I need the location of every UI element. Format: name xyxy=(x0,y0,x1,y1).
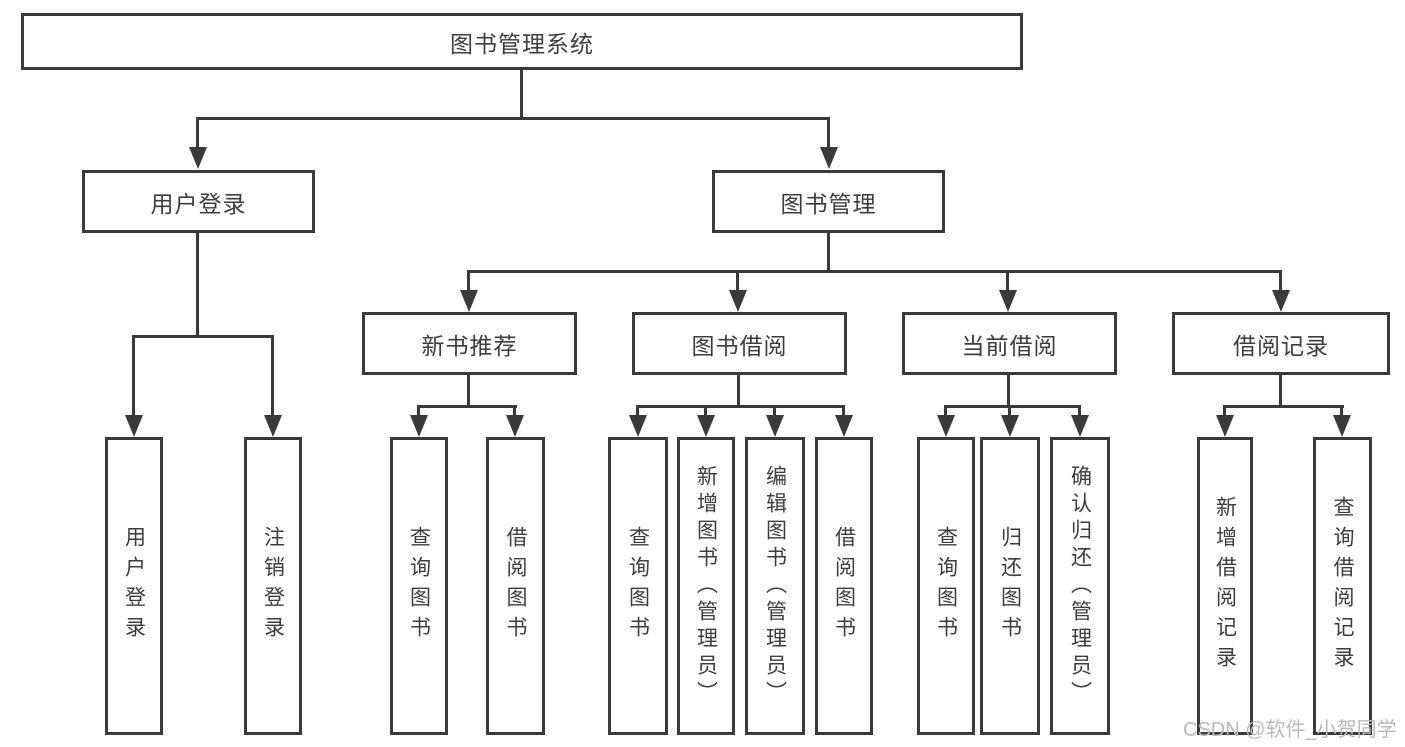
arrow-down-icon xyxy=(729,290,747,312)
arrow-down-icon xyxy=(766,415,784,437)
leaf-add-book-admin: 新增图书（管理员） xyxy=(677,437,735,735)
connector-drop xyxy=(417,405,420,417)
node-book-management-label: 图书管理 xyxy=(780,190,877,217)
leaf-query-books-3: 查询图书 xyxy=(917,437,975,735)
node-root: 图书管理系统 xyxy=(21,13,1023,70)
leaf-query-borrow-record-label: 查询借阅记录 xyxy=(1331,496,1354,676)
connector-book-borrowing-stem xyxy=(737,375,740,405)
leaf-borrow-books-2-label: 借阅图书 xyxy=(832,526,856,646)
leaf-borrow-books-1: 借阅图书 xyxy=(486,437,545,735)
leaf-query-books-1: 查询图书 xyxy=(390,437,448,735)
arrow-down-icon xyxy=(937,415,955,437)
arrow-down-icon xyxy=(629,415,647,437)
leaf-return-book-label: 归还图书 xyxy=(998,526,1022,646)
node-borrowing-records: 借阅记录 xyxy=(1172,312,1390,375)
connector-drop xyxy=(704,405,707,417)
leaf-confirm-return-admin: 确认归还（管理员） xyxy=(1050,437,1110,735)
leaf-borrow-books-2: 借阅图书 xyxy=(815,437,873,735)
node-current-borrowing: 当前借阅 xyxy=(902,312,1117,375)
arrow-down-icon xyxy=(264,415,282,437)
connector-root-rail xyxy=(196,117,830,120)
arrow-down-icon xyxy=(125,415,143,437)
connector-drop xyxy=(1223,405,1226,417)
node-borrowing-records-label: 借阅记录 xyxy=(1233,332,1329,359)
connector-drop xyxy=(944,405,947,417)
connector-new-book-rail xyxy=(417,405,517,408)
connector-drop-book-borrowing xyxy=(736,270,739,292)
node-user-login: 用户登录 xyxy=(82,170,315,233)
connector-current-borrowing-rail xyxy=(944,405,1081,408)
leaf-query-books-2-label: 查询图书 xyxy=(626,526,650,646)
connector-drop-leaf-logout xyxy=(271,335,274,417)
arrow-down-icon xyxy=(189,147,207,169)
leaf-add-book-admin-label: 新增图书（管理员） xyxy=(694,464,718,708)
leaf-edit-book-admin: 编辑图书（管理员） xyxy=(745,437,805,735)
node-new-book-recommend-label: 新书推荐 xyxy=(421,332,518,359)
connector-user-login-stem xyxy=(196,233,199,335)
arrow-down-icon xyxy=(1272,290,1290,312)
arrow-down-icon xyxy=(999,290,1017,312)
connector-book-borrowing-rail xyxy=(636,405,845,408)
connector-book-management-stem xyxy=(827,233,830,270)
leaf-return-book: 归还图书 xyxy=(980,437,1040,735)
connector-borrowing-records-stem xyxy=(1279,375,1282,405)
connector-drop xyxy=(1008,405,1011,417)
leaf-logout-label: 注销登录 xyxy=(261,526,285,646)
leaf-user-login-label: 用户登录 xyxy=(122,526,146,646)
arrow-down-icon xyxy=(1001,415,1019,437)
arrow-down-icon xyxy=(835,415,853,437)
node-root-label: 图书管理系统 xyxy=(450,30,594,57)
connector-drop-user-login xyxy=(196,117,199,149)
node-book-borrowing: 图书借阅 xyxy=(632,312,847,375)
arrow-down-icon xyxy=(460,290,478,312)
connector-drop-current-borrowing xyxy=(1006,270,1009,292)
leaf-query-borrow-record: 查询借阅记录 xyxy=(1313,437,1372,735)
node-current-borrowing-label: 当前借阅 xyxy=(961,332,1058,359)
node-book-borrowing-label: 图书借阅 xyxy=(691,332,788,359)
leaf-add-borrow-record-label: 新增借阅记录 xyxy=(1213,496,1237,676)
node-book-management: 图书管理 xyxy=(712,170,945,233)
leaf-edit-book-admin-label: 编辑图书（管理员） xyxy=(763,464,787,708)
leaf-query-books-2: 查询图书 xyxy=(608,437,668,735)
connector-drop xyxy=(773,405,776,417)
arrow-down-icon xyxy=(1071,415,1089,437)
arrow-down-icon xyxy=(1216,415,1234,437)
leaf-user-login: 用户登录 xyxy=(105,437,163,735)
connector-drop xyxy=(636,405,639,417)
connector-drop xyxy=(842,405,845,417)
csdn-watermark: CSDN @软件_小贺同学 xyxy=(1183,719,1397,741)
leaf-borrow-books-1-label: 借阅图书 xyxy=(504,526,527,646)
arrow-down-icon xyxy=(506,415,524,437)
arrow-down-icon xyxy=(820,147,838,169)
leaf-confirm-return-admin-label: 确认归还（管理员） xyxy=(1068,464,1092,708)
connector-drop xyxy=(1078,405,1081,417)
node-user-login-label: 用户登录 xyxy=(150,190,247,217)
connector-drop-borrowing-records xyxy=(1279,270,1282,292)
connector-new-book-stem xyxy=(467,375,470,405)
connector-current-borrowing-stem xyxy=(1007,375,1010,405)
connector-book-management-rail xyxy=(468,270,1282,273)
leaf-logout: 注销登录 xyxy=(244,437,302,735)
connector-drop-leaf-user-login xyxy=(132,335,135,417)
leaf-query-books-3-label: 查询图书 xyxy=(934,526,958,646)
connector-drop-new-book xyxy=(467,270,470,292)
connector-root-stem xyxy=(520,70,523,117)
connector-borrowing-records-rail xyxy=(1223,405,1344,408)
arrow-down-icon xyxy=(1333,415,1351,437)
connector-user-login-rail xyxy=(132,335,274,338)
connector-drop xyxy=(513,405,516,417)
leaf-query-books-1-label: 查询图书 xyxy=(407,526,431,646)
arrow-down-icon xyxy=(697,415,715,437)
connector-drop-book-management xyxy=(827,117,830,149)
node-new-book-recommend: 新书推荐 xyxy=(362,312,577,375)
connector-drop xyxy=(1340,405,1343,417)
leaf-add-borrow-record: 新增借阅记录 xyxy=(1197,437,1253,735)
arrow-down-icon xyxy=(410,415,428,437)
